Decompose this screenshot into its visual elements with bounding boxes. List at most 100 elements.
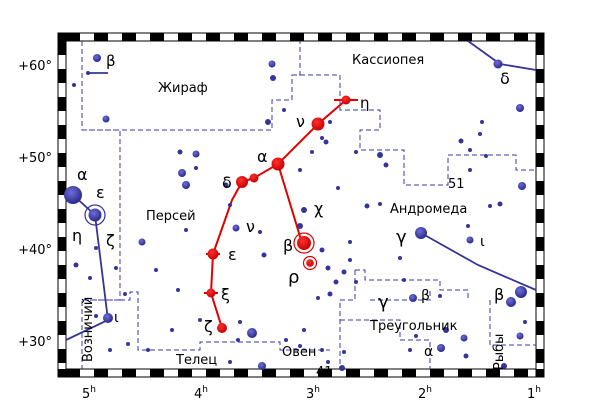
star-auriga-epsilon-ring — [84, 204, 106, 226]
field-star — [378, 202, 382, 206]
label-per-beta: β — [283, 236, 293, 255]
chart-frame — [57, 32, 545, 378]
label-tri-alpha: α — [424, 344, 433, 360]
field-star — [333, 279, 339, 285]
field-star — [325, 265, 331, 271]
field-star — [228, 203, 232, 207]
field-star — [73, 262, 79, 268]
star-perseus-rho-ring — [302, 255, 318, 271]
label-camelopardalis: Жираф — [158, 81, 208, 96]
field-star — [258, 230, 262, 234]
field-star — [316, 296, 320, 300]
field-star — [354, 150, 358, 154]
field-star — [284, 338, 288, 342]
label-auriga: Возничий — [81, 297, 96, 362]
label-aur-zeta: ζ — [106, 231, 115, 250]
field-star — [192, 150, 200, 158]
field-star — [94, 314, 98, 318]
constellation-lines — [65, 40, 537, 341]
field-star — [94, 246, 98, 250]
field-star — [323, 139, 329, 145]
label-aur-iota: ι — [114, 310, 119, 326]
star-cassiopeia-delta — [493, 59, 503, 69]
field-star — [102, 115, 110, 123]
ra-label-3h: 3h — [306, 385, 320, 402]
label-per-alpha: α — [257, 147, 268, 166]
boundary-triangulum-aries — [340, 319, 431, 369]
field-star — [348, 240, 352, 244]
field-star — [484, 154, 488, 158]
label-and-beta: β — [494, 285, 504, 304]
boundary-cassiopeia-andromeda — [292, 74, 536, 186]
star-perseus-psi — [249, 173, 259, 183]
field-star — [354, 280, 358, 284]
field-star — [466, 236, 474, 244]
field-star — [443, 327, 449, 333]
field-star — [72, 83, 76, 87]
dec-label-50: +50° — [18, 151, 52, 166]
field-star — [282, 108, 286, 112]
dec-label-30: +30° — [18, 335, 52, 350]
field-star — [398, 256, 402, 260]
boundary-auriga-perseus — [81, 41, 121, 369]
field-star — [184, 228, 188, 232]
field-star — [364, 203, 370, 209]
label-per-xi: ξ — [221, 285, 230, 304]
label-aur-eta: η — [72, 226, 82, 245]
star-perseus-beta-ring — [293, 232, 315, 254]
named-blue-stars — [64, 59, 527, 323]
label-per-chi: χ — [314, 199, 323, 218]
field-star — [170, 328, 174, 332]
label-and-51: 51 — [448, 177, 465, 192]
field-star — [336, 186, 340, 190]
field-star — [236, 338, 240, 342]
field-star — [328, 120, 332, 124]
declination-axis: +60° +50° +40° +30° — [18, 59, 52, 350]
field-star — [138, 238, 146, 246]
field-star — [402, 278, 406, 282]
field-star — [497, 201, 503, 207]
field-star — [298, 344, 302, 348]
field-star — [86, 71, 90, 75]
field-star — [342, 350, 346, 354]
field-star — [437, 344, 445, 352]
label-andromeda: Андромеда — [390, 202, 467, 217]
field-star — [88, 276, 92, 280]
star-perseus-xi — [206, 288, 216, 298]
field-star — [488, 204, 492, 208]
label-aries: Овен — [282, 345, 316, 360]
field-star — [516, 332, 524, 340]
ra-label-5h: 5h — [82, 385, 96, 402]
field-star — [468, 168, 472, 172]
label-per-delta: δ — [222, 173, 232, 192]
star-perseus-zeta — [217, 323, 227, 333]
star-andromeda-beta — [515, 286, 527, 298]
field-star — [297, 223, 303, 229]
field-star — [478, 132, 482, 136]
field-star — [93, 54, 101, 62]
label-cam-beta: β — [106, 52, 116, 70]
field-star — [348, 258, 352, 262]
field-star — [247, 328, 257, 338]
star-perseus-rho — [306, 259, 314, 267]
boundary-pisces — [489, 300, 536, 346]
field-star — [126, 342, 130, 346]
field-star — [194, 166, 198, 170]
ra-label-1h: 1h — [527, 385, 541, 402]
field-star — [310, 150, 314, 154]
star-auriga-epsilon — [88, 208, 102, 222]
label-pisces: Рыбы — [492, 334, 507, 370]
field-star — [301, 207, 307, 213]
star-perseus-delta — [236, 176, 248, 188]
star-perseus-eta — [341, 95, 351, 105]
plot-area — [65, 40, 537, 370]
label-per-rho: ρ — [288, 267, 299, 288]
label-aur-alpha: α — [77, 165, 88, 184]
field-star — [377, 152, 383, 158]
label-aur-epsilon: ε — [96, 183, 105, 202]
star-auriga-alpha — [64, 186, 82, 204]
field-star — [232, 224, 240, 232]
ra-label-4h: 4h — [194, 385, 208, 402]
boundary-andromeda-triangulum — [355, 269, 469, 300]
field-star — [268, 60, 276, 68]
